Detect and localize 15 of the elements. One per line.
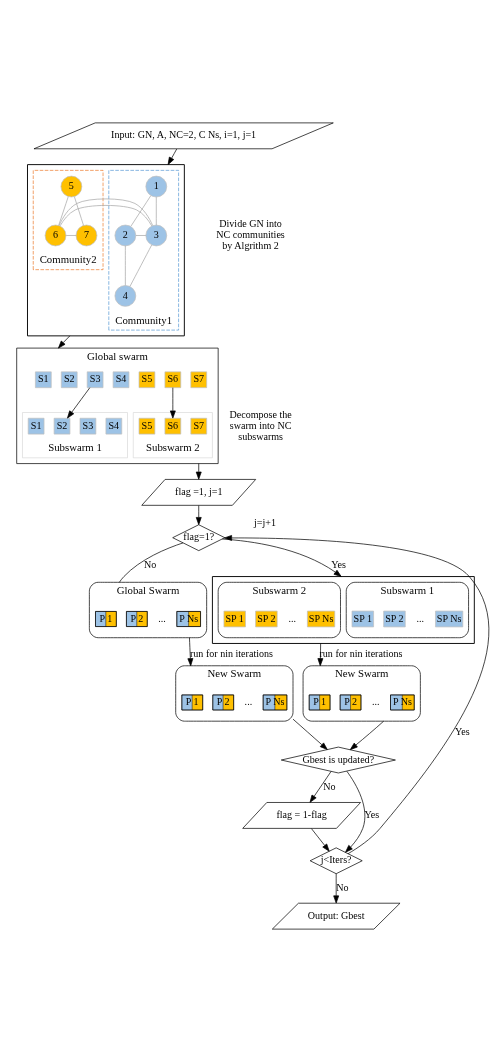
edge-label: No bbox=[144, 558, 157, 570]
label: ... bbox=[158, 612, 166, 624]
label: ... bbox=[371, 695, 380, 707]
node-label: Decompose the swarm into NC subswarms bbox=[229, 408, 292, 442]
edge-label: run for nin iterations bbox=[189, 647, 273, 659]
edge-label: Yes bbox=[455, 725, 470, 737]
edge-label: No bbox=[323, 780, 336, 792]
node-label: Divide GN into NC communities by Algrithm 2 bbox=[216, 217, 285, 251]
edge-label: Yes bbox=[331, 558, 347, 570]
label: j=j+1 bbox=[253, 516, 276, 528]
edge-label: No bbox=[336, 881, 349, 893]
label: ... bbox=[416, 612, 425, 624]
label: ... bbox=[288, 612, 297, 624]
label: ... bbox=[244, 695, 253, 707]
edge-label: Yes bbox=[364, 808, 380, 820]
